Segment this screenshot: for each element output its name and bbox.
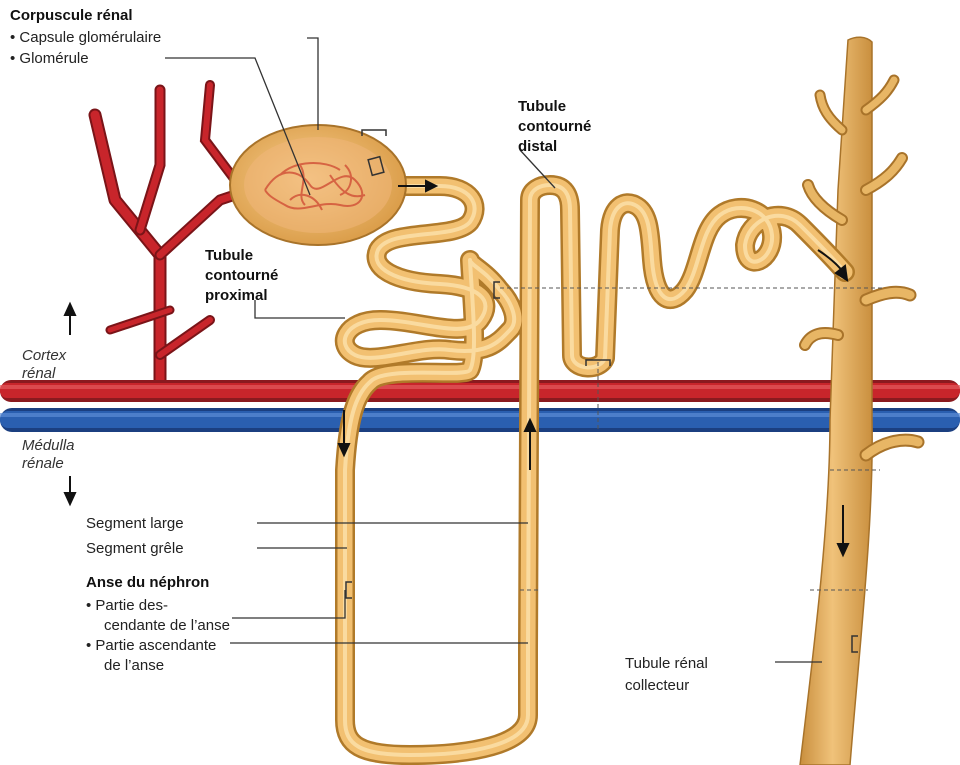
label-tcd-3: distal	[518, 138, 557, 155]
label-tcd-2: contourné	[518, 118, 591, 135]
label-segment-grele: Segment grêle	[86, 540, 184, 557]
label-tcd-1: Tubule	[518, 98, 566, 115]
label-tcp-1: Tubule	[205, 247, 253, 264]
label-cortex-2: rénal	[22, 365, 56, 382]
label-asc-2: de l’anse	[104, 657, 164, 674]
arcuate-artery	[0, 380, 960, 402]
label-tcp-2: contourné	[205, 267, 278, 284]
label-medulla-1: Médulla	[22, 437, 75, 454]
label-desc-1: • Partie des-	[86, 597, 168, 614]
label-segment-large: Segment large	[86, 515, 184, 532]
renal-corpuscle	[230, 125, 406, 245]
arrow-down-icon	[65, 476, 75, 504]
label-medulla-2: rénale	[22, 455, 64, 472]
label-capsule: • Capsule glomérulaire	[10, 29, 161, 46]
arteriole-tree	[95, 85, 250, 392]
label-collecteur-2: collecteur	[625, 677, 689, 694]
label-corpuscule: Corpuscule rénal	[10, 7, 133, 24]
label-asc-1: • Partie ascendante	[86, 637, 216, 654]
label-desc-2: cendante de l’anse	[104, 617, 230, 634]
arrow-up-icon	[65, 304, 75, 335]
label-cortex-1: Cortex	[22, 347, 67, 364]
label-glomerule: • Glomérule	[10, 50, 89, 67]
nephron-tubule	[345, 185, 845, 755]
label-collecteur-1: Tubule rénal	[625, 655, 708, 672]
label-anse: Anse du néphron	[86, 574, 209, 591]
label-tcp-3: proximal	[205, 287, 268, 304]
arcuate-vein	[0, 408, 960, 432]
